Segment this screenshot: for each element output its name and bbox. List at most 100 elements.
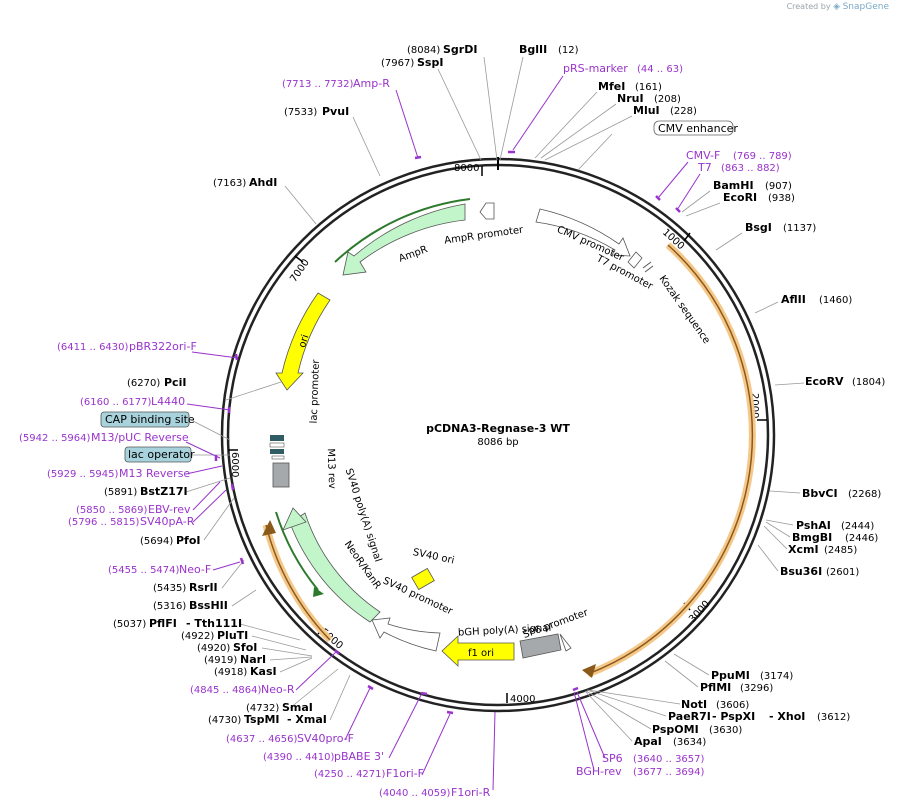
site-pos: (3174) <box>760 671 793 682</box>
plasmid-length: 8086 bp <box>477 437 518 448</box>
sv40-promoter-arrow <box>371 617 441 652</box>
enzyme-name: NarI <box>240 653 266 666</box>
leader-bsgi <box>715 232 743 251</box>
enzyme-name: AflII <box>781 293 806 306</box>
feature-label-m13rev: M13 rev <box>325 448 337 489</box>
site-pos: (5435) <box>153 583 186 594</box>
leader-sp6 <box>576 691 606 759</box>
f1-ori-arrow <box>441 635 515 667</box>
primer-mark-t7 <box>675 207 681 213</box>
credit-brand: SnapGene <box>842 2 889 12</box>
enzyme-name: BamHI <box>713 179 754 192</box>
leader-bsshii <box>231 589 257 607</box>
cmv-promoter-arrow <box>535 208 631 257</box>
enzyme-name: - Tth111I <box>186 617 242 630</box>
leader-mfei <box>534 91 598 159</box>
primer-pos: (5455 .. 5474) <box>108 565 180 576</box>
leader-cmvenh <box>577 133 613 171</box>
bgh-polya-box <box>519 633 562 659</box>
ampr-orf-line <box>334 198 471 263</box>
site-pos: (7533) <box>284 107 317 118</box>
leader-pfoi <box>203 497 235 541</box>
leader-pbabe <box>388 694 422 759</box>
primer-name: L4440 <box>151 395 185 408</box>
leader-prs <box>512 75 564 151</box>
primer-leader-lines <box>185 75 701 791</box>
leader-smai <box>289 668 339 709</box>
enzyme-name: EcoRV <box>805 375 844 388</box>
leader-ampr-primer <box>395 89 419 159</box>
leader-pflmi <box>664 660 699 688</box>
feature-label-lacpromoter: lac promoter <box>309 358 322 423</box>
enzyme-name: PspOMI <box>652 723 699 736</box>
site-pos: (2444) <box>841 521 874 532</box>
enzyme-name: BglII <box>519 43 547 56</box>
site-pos: (8084) <box>407 45 440 56</box>
feature-name: lac operator <box>128 448 195 461</box>
leader-sgrdi <box>483 56 498 161</box>
enzyme-name: NotI <box>681 698 707 711</box>
primer-name: Amp-R <box>353 77 390 90</box>
neo-orf-line <box>275 511 319 591</box>
leader-bstz <box>185 477 231 493</box>
sv40-polya-box <box>272 462 290 488</box>
site-pos: (3612) <box>817 712 850 723</box>
tick-label: 2000 <box>749 393 760 418</box>
primer-name: SP6 <box>602 752 623 765</box>
leader-f1orir <box>492 711 496 791</box>
feature-label-f1ori: f1 ori <box>468 648 494 659</box>
enzyme-name: XcmI <box>788 543 819 556</box>
neo-orf-arc <box>262 524 333 643</box>
enzyme-name: PshAI <box>796 519 831 532</box>
site-pos: (208) <box>654 94 681 105</box>
leader-bsu36i <box>757 544 779 572</box>
leader-m13puc <box>185 441 221 459</box>
leader-apai <box>584 690 633 742</box>
site-pos: (1137) <box>783 223 816 234</box>
leader-t7 <box>676 173 701 211</box>
primer-pos: (863 .. 882) <box>721 163 780 174</box>
ori-arrow <box>275 292 331 391</box>
site-pos: (1460) <box>819 295 852 306</box>
leader-lines <box>185 56 805 742</box>
site-pos: (907) <box>765 181 792 192</box>
site-pos: (228) <box>670 106 697 117</box>
cap-binding-box <box>270 435 284 441</box>
site-pos: (938) <box>768 193 795 204</box>
tick-mark <box>294 255 304 263</box>
site-pos: (2601) <box>826 567 859 578</box>
leader-ppumi <box>673 653 710 676</box>
feature-label-ampr: AmpR <box>397 244 429 265</box>
primer-name: pBABE 3' <box>334 750 384 763</box>
leader-aflii <box>754 301 779 314</box>
primer-pos: (44 .. 63) <box>637 64 683 75</box>
enzyme-name: - PspXI <box>712 710 755 723</box>
site-pos: (4920) <box>197 643 230 654</box>
leader-cmvf <box>657 161 689 199</box>
enzyme-name: SspI <box>417 56 443 69</box>
leader-f1orif <box>421 713 451 776</box>
kozak-mark <box>644 265 654 273</box>
feature-name: CAP binding site <box>105 413 195 426</box>
primer-name: EBV-rev <box>148 503 191 516</box>
enzyme-name: Bsu36I <box>780 565 822 578</box>
sp6-promoter-arrow <box>559 633 572 652</box>
primer-pos: (5796 .. 5815) <box>68 517 140 528</box>
leader-bghrev <box>573 691 595 771</box>
site-pos: (6270) <box>127 378 160 389</box>
enzyme-name: - XmaI <box>287 713 327 726</box>
site-pos: (5891) <box>104 487 137 498</box>
backbone-inner-ring <box>226 163 770 707</box>
leader-bmgbi <box>765 521 791 538</box>
primer-name: M13/pUC Reverse <box>91 431 189 444</box>
primer-mark-neof <box>239 557 245 565</box>
credit-text: Created by ◈ SnapGene <box>787 2 889 12</box>
neo-orf-line-arrow <box>313 587 324 597</box>
leader-xmai <box>329 674 351 721</box>
lac-operator-box <box>270 449 284 454</box>
primer-pos: (5942 .. 5964) <box>19 433 91 444</box>
leader-mlui <box>544 115 633 161</box>
enzyme-name: KasI <box>250 665 277 678</box>
enzyme-name: PpuMI <box>711 669 750 682</box>
